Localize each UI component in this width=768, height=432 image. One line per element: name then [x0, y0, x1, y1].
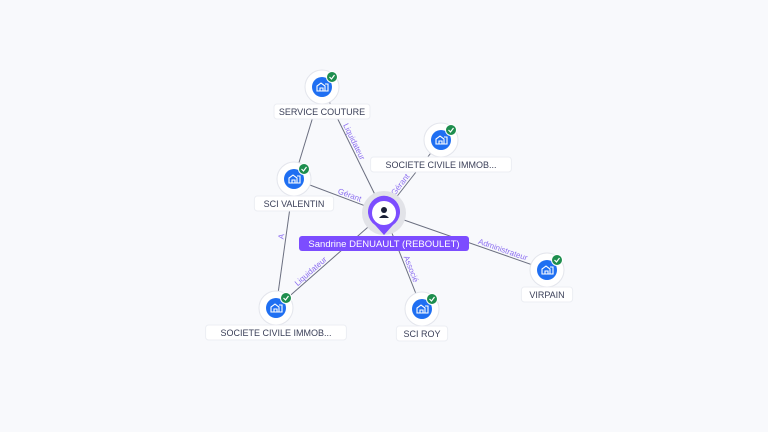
node-label-bg	[395, 325, 449, 342]
node-label: SCI VALENTIN	[264, 199, 325, 209]
verified-check-icon	[426, 293, 438, 305]
building-icon	[431, 130, 451, 150]
building-glyph	[288, 174, 301, 184]
edge-label: Liquidateur	[341, 122, 367, 162]
node-label: SOCIETE CIVILE IMMOB...	[385, 160, 496, 170]
building-glyph	[435, 135, 448, 145]
node-sci-roy[interactable]: SCI ROY	[395, 291, 449, 342]
center-person-node[interactable]: Sandrine DENUAULT (REBOULET)	[299, 191, 469, 251]
edge-label: Administrateur	[477, 237, 529, 263]
node-label: SERVICE COUTURE	[279, 107, 365, 117]
building-icon	[284, 169, 304, 189]
verified-check-icon	[280, 292, 292, 304]
building-glyph	[270, 303, 283, 313]
node-label-bg	[520, 286, 574, 303]
node-label: SOCIETE CIVILE IMMOB...	[220, 328, 331, 338]
building-glyph	[316, 82, 329, 92]
node-sci-immob-bottom[interactable]: SOCIETE CIVILE IMMOB...	[205, 290, 347, 341]
node-sci-immob-top[interactable]: SOCIETE CIVILE IMMOB...	[370, 122, 512, 173]
edge-label: Associé	[402, 254, 421, 284]
node-label-bg	[370, 156, 512, 173]
check-glyph	[554, 257, 560, 263]
building-icon	[412, 299, 432, 319]
node-service-couture[interactable]: SERVICE COUTURE	[273, 69, 371, 120]
check-glyph	[448, 127, 454, 133]
building-glyph	[541, 265, 554, 275]
verified-check-icon	[326, 71, 338, 83]
building-icon	[266, 298, 286, 318]
edge-center-sci-immob-bottom	[275, 212, 385, 309]
node-label-bg	[253, 195, 335, 212]
person-body-glyph	[379, 215, 389, 218]
node-sci-valentin[interactable]: SCI VALENTIN	[253, 161, 335, 212]
center-label-bg	[299, 236, 469, 251]
person-icon	[381, 207, 387, 213]
edge-label: A	[277, 233, 287, 240]
check-glyph	[301, 166, 307, 172]
node-label-bg	[205, 324, 347, 341]
node-label: VIRPAIN	[529, 290, 564, 300]
node-label: SCI ROY	[403, 329, 440, 339]
node-virpain[interactable]: VIRPAIN	[520, 252, 574, 303]
center-label: Sandrine DENUAULT (REBOULET)	[308, 239, 459, 250]
check-glyph	[429, 296, 435, 302]
node-label-bg	[273, 103, 371, 120]
building-icon	[312, 77, 332, 97]
verified-check-icon	[551, 254, 563, 266]
verified-check-icon	[445, 124, 457, 136]
edge-label: Gérant	[337, 187, 364, 204]
check-glyph	[329, 74, 335, 80]
verified-check-icon	[298, 163, 310, 175]
check-glyph	[283, 295, 289, 301]
building-glyph	[416, 304, 429, 314]
edge-label: Liquidateur	[293, 255, 329, 288]
building-icon	[537, 260, 557, 280]
